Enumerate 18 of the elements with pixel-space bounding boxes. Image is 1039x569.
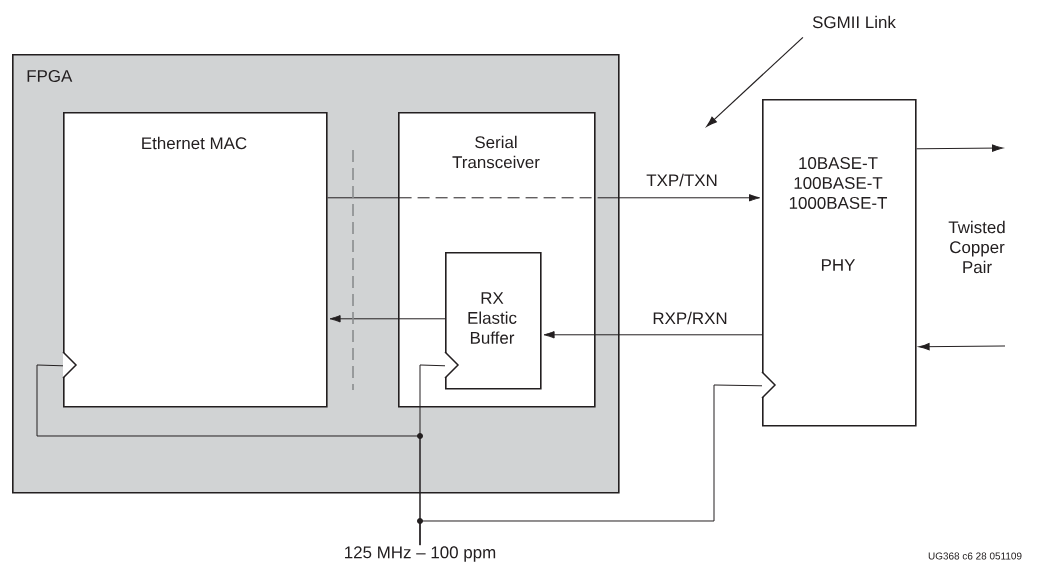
phy-box: 10BASE-T 100BASE-T 1000BASE-T PHY [762, 99, 917, 427]
arrow [918, 343, 1006, 351]
side-text: Twisted Copper Pair [948, 220, 1005, 274]
arrow [327, 194, 760, 202]
node-label: PHY [821, 259, 856, 271]
signal-text: 125 MHz – 100 ppm [345, 546, 496, 562]
block-box: Ethernet MAC [63, 112, 328, 408]
figure-id: UG368 c6 28 051109 [928, 552, 1022, 560]
arrow [543, 331, 763, 339]
node-label: 10BASE-T 100BASE-T 1000BASE-T [789, 157, 888, 209]
arrow [916, 144, 1003, 152]
signal-text: SGMII Link [812, 15, 896, 29]
edge-label: RXP/RXN [651, 310, 729, 326]
clock-line [419, 384, 763, 546]
arrow [329, 315, 446, 323]
edge-label: TXP/TXN [645, 172, 719, 188]
buffer-box: RX Elastic Buffer [445, 252, 542, 390]
leader-arrow [706, 36, 804, 127]
